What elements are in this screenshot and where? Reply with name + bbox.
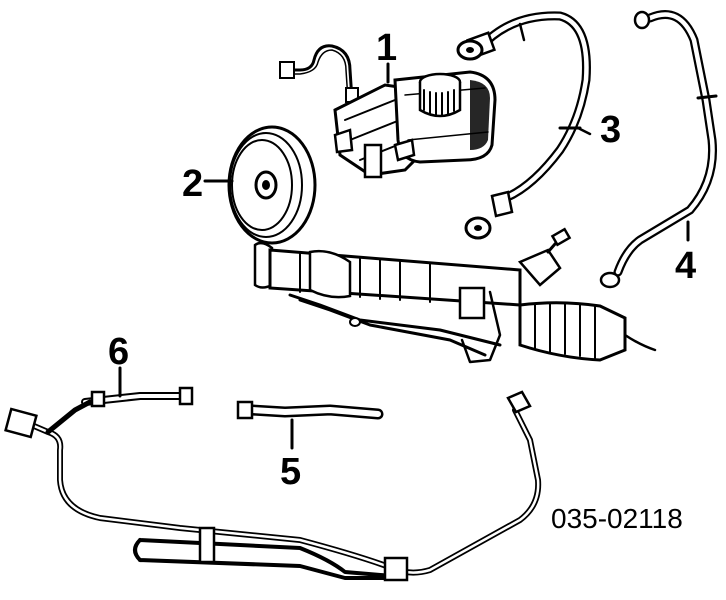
diagram-reference-code: 035-02118 (551, 503, 683, 534)
steering-rack (253, 227, 657, 364)
pressure-hose (456, 11, 592, 240)
callout-1: 1 (376, 27, 397, 69)
callout-5: 5 (280, 451, 301, 493)
short-hose (236, 400, 384, 420)
callout-2: 2 (182, 163, 203, 205)
callout-6: 6 (108, 331, 129, 373)
pump-pulley (227, 125, 317, 245)
callout-3: 3 (600, 109, 621, 151)
power-steering-pump (279, 44, 497, 179)
leader-lines (118, 62, 690, 450)
return-hose (599, 10, 718, 289)
callout-4: 4 (675, 245, 696, 287)
cooler-line (4, 386, 542, 582)
